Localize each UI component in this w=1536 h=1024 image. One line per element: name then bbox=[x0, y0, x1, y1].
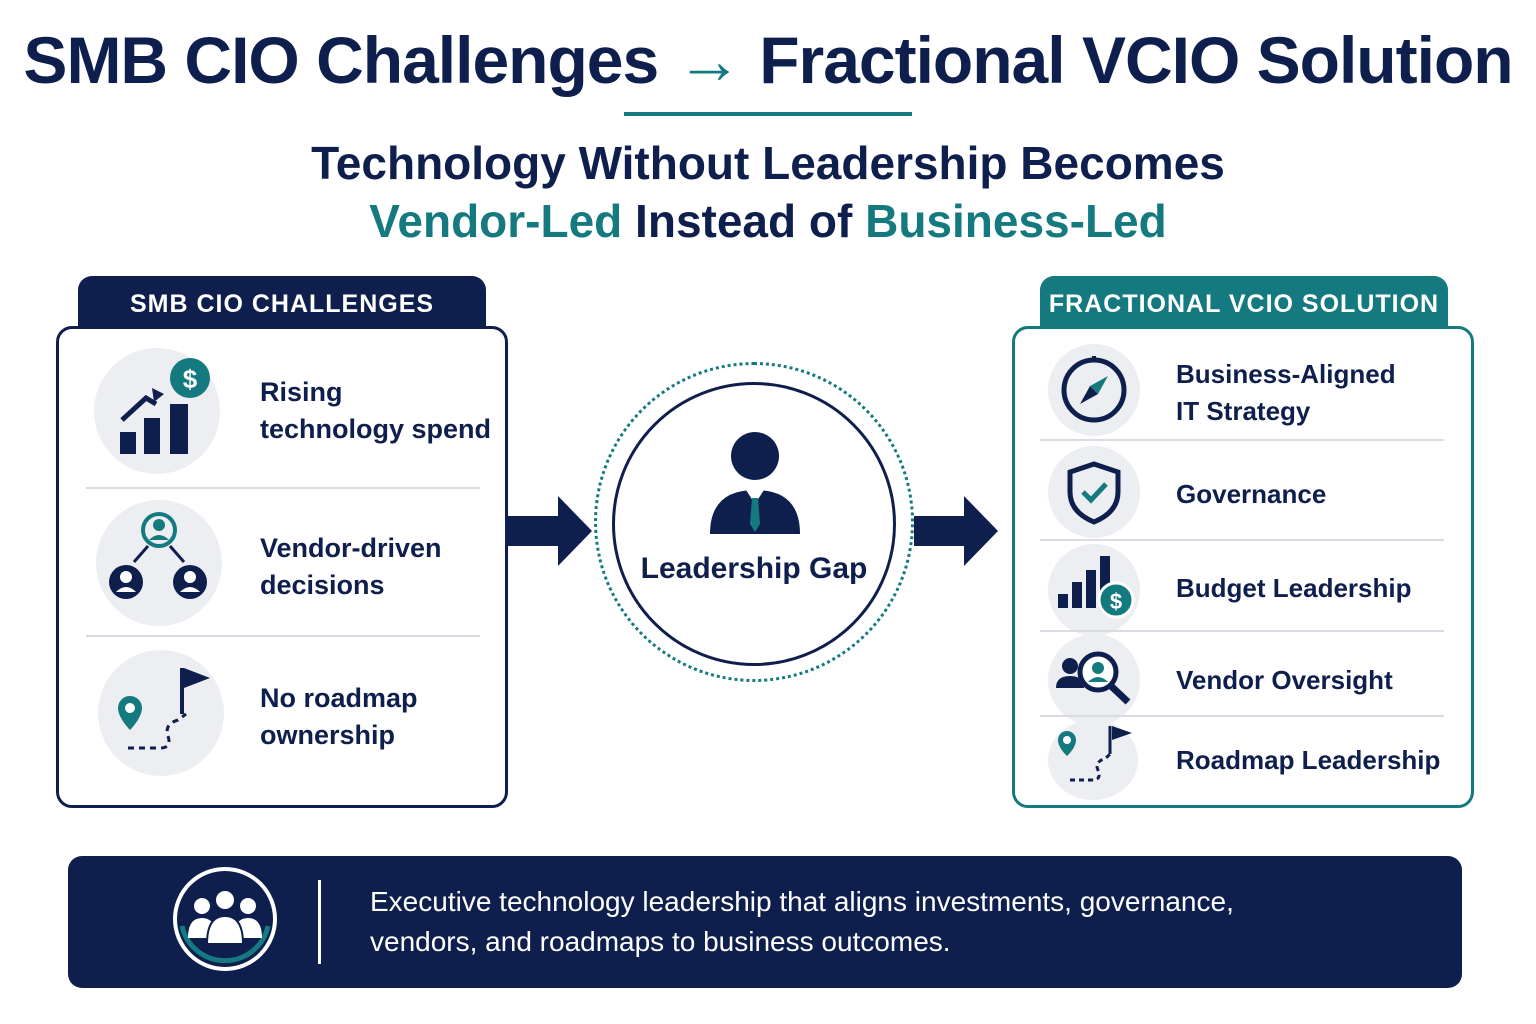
subtitle-line2: Vendor-Led Instead of Business-Led bbox=[0, 194, 1536, 248]
subtitle-highlight-vendor-led: Vendor-Led bbox=[369, 195, 623, 247]
vendor-search-icon bbox=[1048, 634, 1140, 726]
subtitle-highlight-business-led: Business-Led bbox=[865, 195, 1167, 247]
challenge-rising-spend: Rising technology spend bbox=[260, 377, 492, 444]
roadmap-flag-icon bbox=[98, 650, 224, 776]
title-left: SMB CIO Challenges bbox=[23, 23, 659, 97]
solution-roadmap: Roadmap Leadership bbox=[1176, 745, 1441, 775]
vendor-network-icon bbox=[96, 500, 222, 626]
compass-icon bbox=[1048, 344, 1140, 436]
title-right: Fractional VCIO Solution bbox=[759, 23, 1513, 97]
divider bbox=[1040, 439, 1444, 441]
challenge-no-roadmap: No roadmap ownership bbox=[260, 683, 418, 750]
subtitle-line1: Technology Without Leadership Becomes bbox=[311, 137, 1225, 189]
title-arrow: → bbox=[676, 23, 742, 97]
leadership-gap-label: Leadership Gap bbox=[640, 552, 868, 585]
leadership-gap-ring bbox=[594, 362, 914, 682]
arrow-right-icon bbox=[508, 496, 592, 566]
title-underline bbox=[624, 112, 912, 116]
subtitle-middle: Instead of bbox=[622, 195, 866, 247]
person-icon bbox=[710, 432, 800, 534]
challenges-heading: SMB CIO CHALLENGES bbox=[78, 276, 486, 332]
solution-heading: FRACTIONAL VCIO SOLUTION bbox=[1040, 276, 1448, 332]
banner-text: Executive technology leadership that ali… bbox=[370, 886, 1234, 957]
solution-strategy: Business-Aligned IT Strategy bbox=[1176, 359, 1396, 426]
roadmap-flag-icon bbox=[1048, 720, 1138, 800]
arrow-right-icon bbox=[914, 496, 998, 566]
svg-text:$: $ bbox=[1110, 589, 1122, 614]
solution-vendor-oversight: Vendor Oversight bbox=[1176, 665, 1393, 695]
svg-text:$: $ bbox=[183, 364, 198, 394]
rising-cost-chart-icon: $ bbox=[94, 348, 220, 474]
challenge-vendor-driven: Vendor-driven decisions bbox=[260, 533, 442, 600]
divider bbox=[1040, 630, 1444, 632]
divider bbox=[86, 487, 480, 489]
summary-banner bbox=[68, 856, 1462, 988]
divider bbox=[1040, 715, 1444, 717]
divider bbox=[1040, 539, 1444, 541]
budget-chart-icon: $ bbox=[1048, 544, 1140, 636]
banner-separator bbox=[318, 880, 321, 964]
solution-budget: Budget Leadership bbox=[1176, 573, 1412, 603]
team-icon bbox=[173, 867, 277, 971]
main-title: SMB CIO Challenges→Fractional VCIO Solut… bbox=[0, 22, 1536, 98]
divider bbox=[86, 635, 480, 637]
solution-governance: Governance bbox=[1176, 479, 1327, 509]
shield-check-icon bbox=[1048, 446, 1140, 538]
